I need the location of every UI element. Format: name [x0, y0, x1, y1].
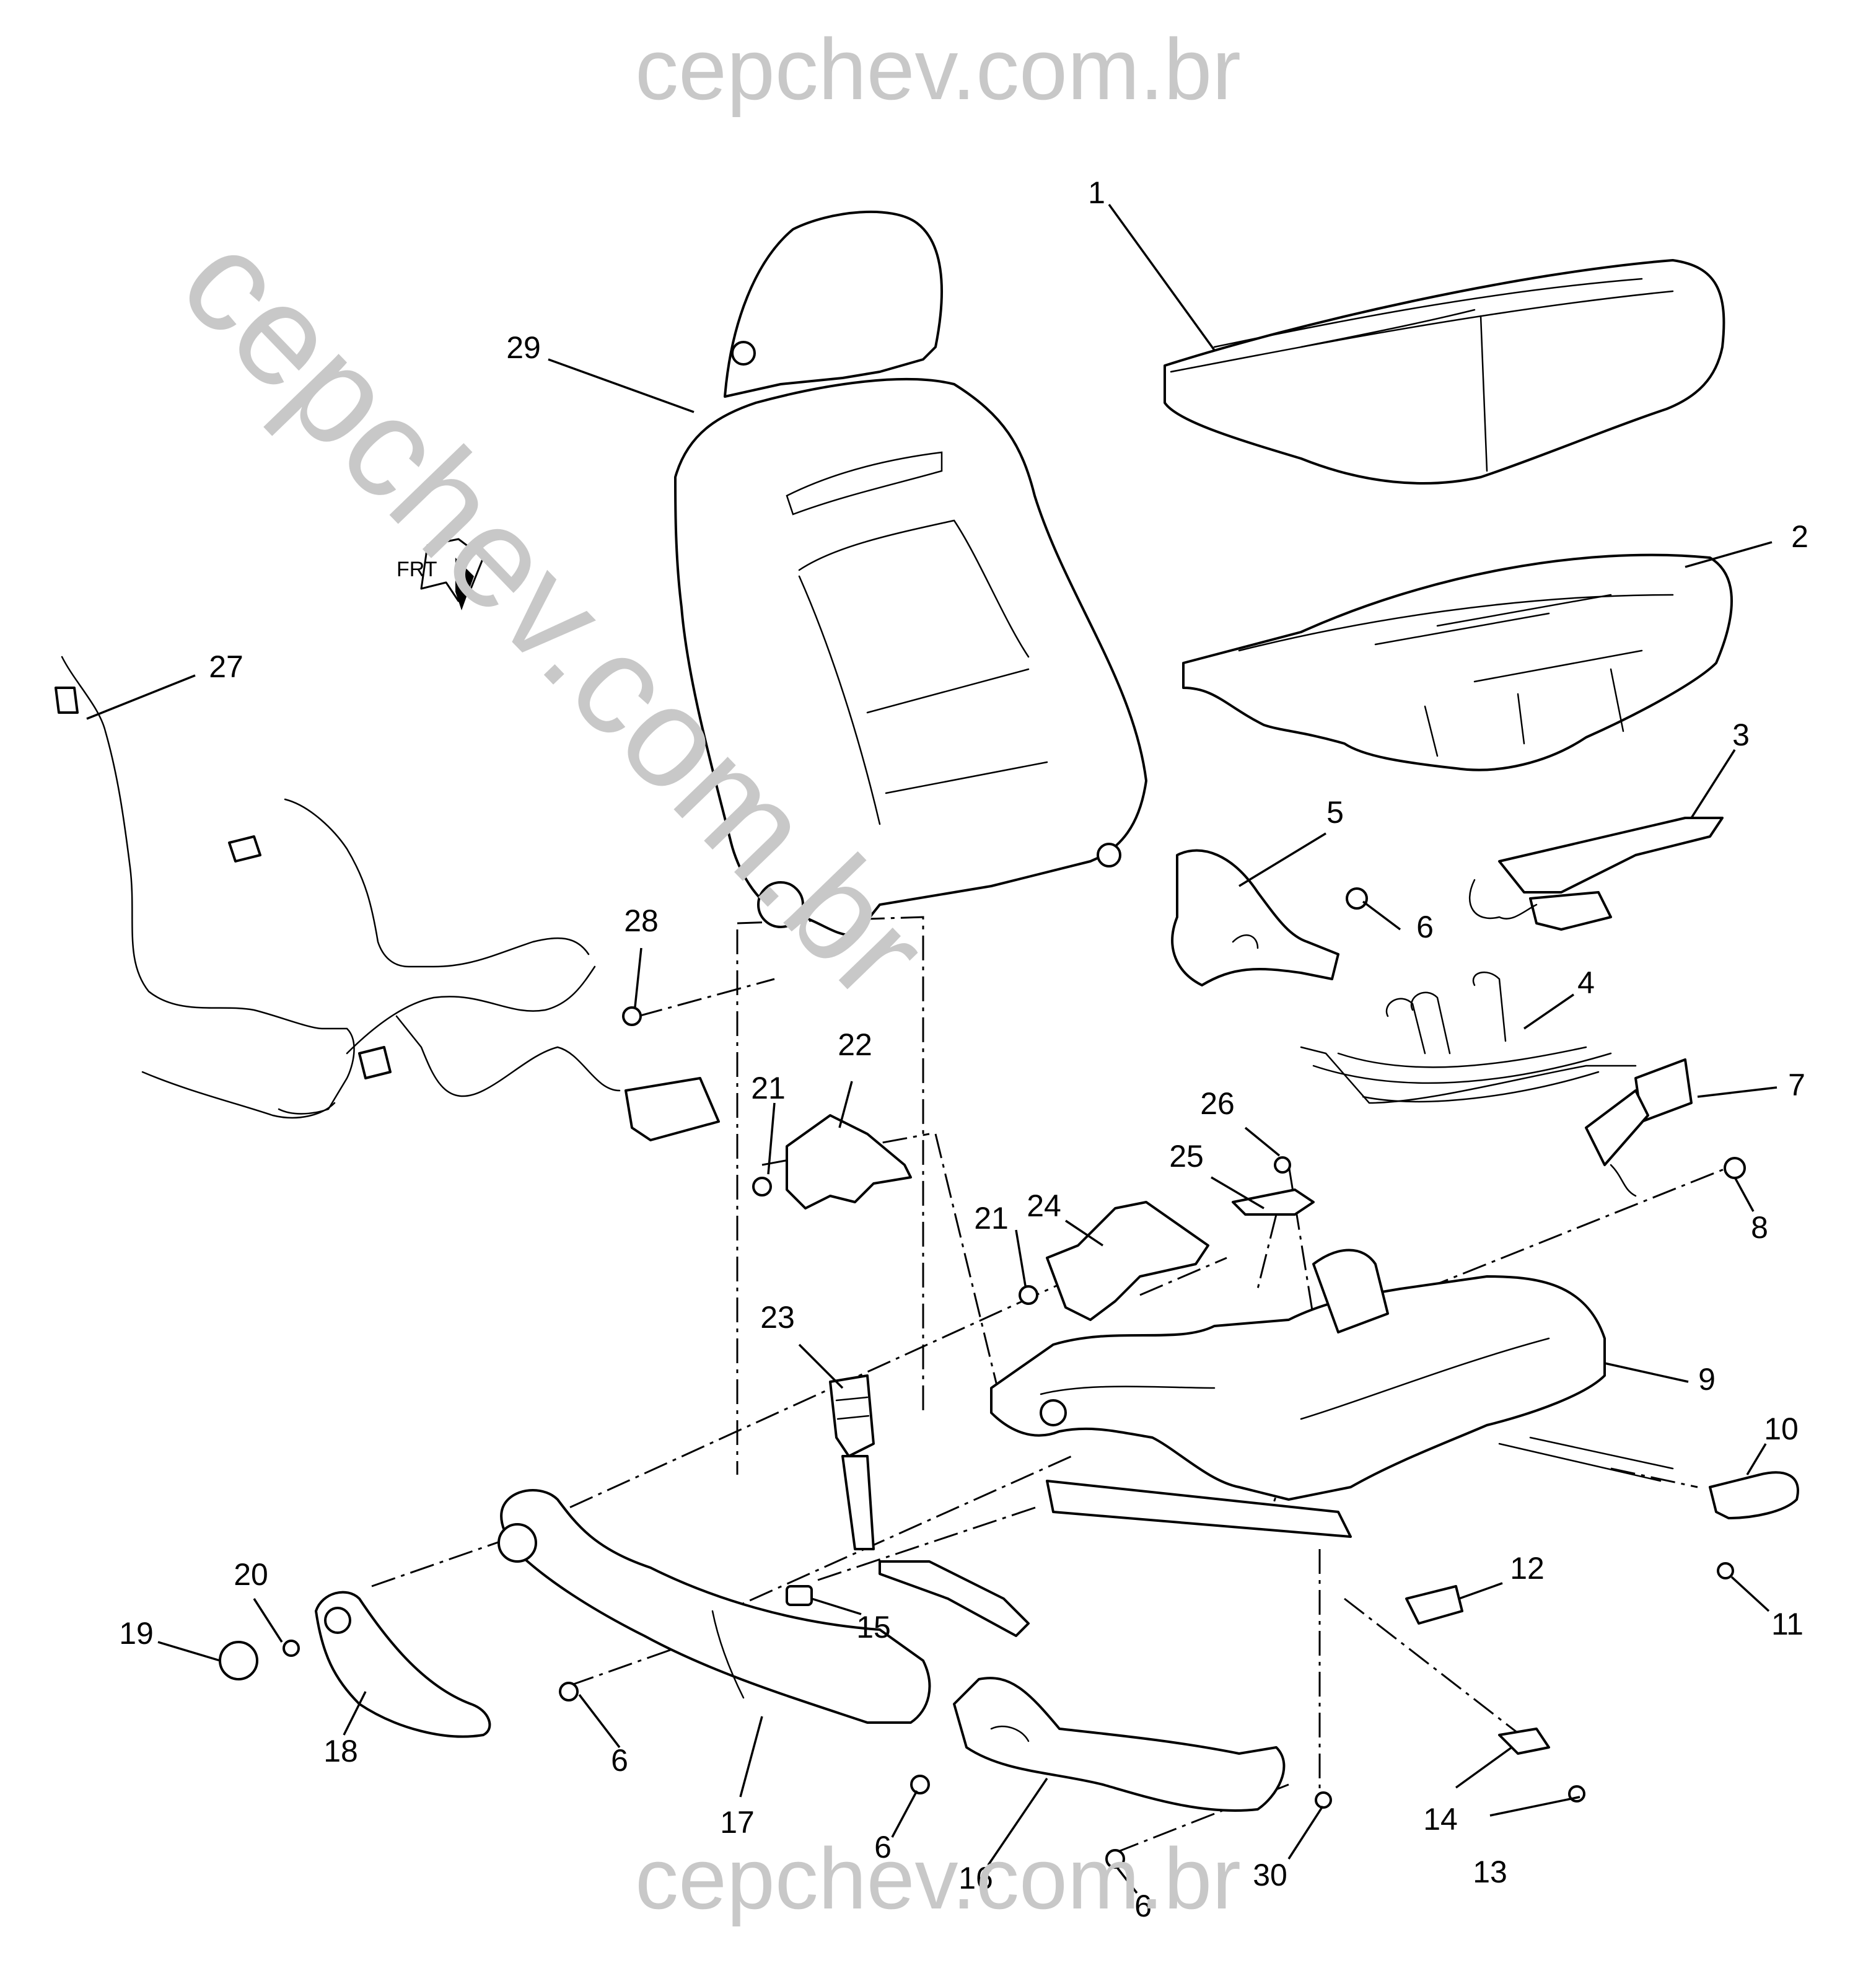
nut-6-outer-panel: [910, 1775, 930, 1794]
bolt-11-handle: [1717, 1562, 1734, 1579]
nut-6-inner-cover: [1105, 1849, 1125, 1869]
callout-6-recliner: 6: [611, 1743, 628, 1778]
callout-4: 4: [1577, 965, 1595, 1000]
callout-13: 13: [1473, 1855, 1507, 1889]
nut-21-bracket: [752, 1177, 772, 1197]
small-brackets: [786, 1114, 1315, 1321]
callout-2: 2: [1791, 519, 1808, 554]
callout-6-side-panel: 6: [1416, 910, 1434, 944]
callout-26: 26: [1200, 1086, 1235, 1121]
callout-7: 7: [1788, 1068, 1805, 1102]
callout-30: 30: [1253, 1858, 1287, 1892]
seat-frame: [990, 1249, 1674, 1538]
callout-23: 23: [760, 1300, 795, 1335]
callout-22: 22: [838, 1027, 872, 1062]
callout-12: 12: [1510, 1551, 1545, 1586]
bolt-26-bracket: [1274, 1156, 1291, 1174]
callout-15: 15: [856, 1610, 891, 1645]
bolt-28-back: [622, 1006, 642, 1026]
seat-module-bracket: [1468, 817, 1724, 931]
callout-8: 8: [1751, 1210, 1768, 1245]
callout-18: 18: [323, 1734, 358, 1768]
callout-10: 10: [1764, 1412, 1799, 1446]
seat-cushion-pad: [1182, 553, 1733, 771]
seat-belt-buckle: [1585, 1058, 1693, 1197]
seat-back-assembly: [674, 210, 1147, 937]
callout-14: 14: [1423, 1802, 1458, 1837]
callout-25: 25: [1169, 1139, 1204, 1174]
callout-9: 9: [1698, 1362, 1716, 1397]
watermark-bottom: cepchev.com.br: [635, 1830, 1241, 1927]
seat-side-shield: [1171, 849, 1339, 986]
bolt-20-cap: [283, 1640, 300, 1657]
callout-11: 11: [1771, 1607, 1804, 1641]
callout-6-outer-panel: 6: [874, 1830, 892, 1864]
recliner-cover: [315, 1591, 491, 1738]
seat-suspension-springs: [1300, 971, 1637, 1104]
callout-21-upper: 21: [751, 1071, 786, 1105]
inner-track-cover: [953, 1677, 1286, 1812]
nut-21-trim: [1019, 1285, 1038, 1305]
front-orientation-indicator: FRT: [397, 538, 484, 610]
nut-8-belt: [1724, 1157, 1746, 1179]
outer-side-trim-panel: [497, 1489, 931, 1724]
bolt-30-track: [1315, 1791, 1332, 1809]
seat-cushion-cover: [1164, 259, 1725, 485]
callout-21-lower: 21: [974, 1201, 1009, 1236]
callout-20: 20: [234, 1557, 268, 1592]
frt-label: FRT: [397, 558, 437, 581]
nut-6-side-panel: [1346, 887, 1368, 910]
callout-19: 19: [119, 1616, 154, 1651]
callout-27: 27: [209, 649, 243, 684]
trim-cap: [219, 1641, 258, 1680]
callout-17: 17: [720, 1805, 755, 1840]
track-end-clip: [1405, 1585, 1463, 1625]
leader-lines: [86, 203, 1777, 1894]
callout-6-inner-cover: 6: [1134, 1889, 1152, 1923]
callout-28: 28: [624, 903, 659, 938]
callout-16: 16: [958, 1861, 993, 1895]
height-adjuster-shaft: [786, 1560, 1030, 1637]
callout-5: 5: [1326, 795, 1344, 830]
callout-24: 24: [1027, 1188, 1061, 1223]
callout-3: 3: [1732, 718, 1750, 752]
seat-belt-latch: [829, 1374, 875, 1550]
callout-29: 29: [506, 330, 541, 365]
watermark-top: cepchev.com.br: [635, 20, 1241, 118]
recliner-handle: [1709, 1471, 1799, 1519]
seat-wiring-harness: [55, 656, 720, 1141]
callout-labels: 1 2 3 4 5 6 6 6 6 7 8 9 10 11 12 13 14 1…: [119, 175, 1808, 1923]
nut-6-recliner: [559, 1682, 579, 1702]
callout-1: 1: [1088, 175, 1105, 210]
